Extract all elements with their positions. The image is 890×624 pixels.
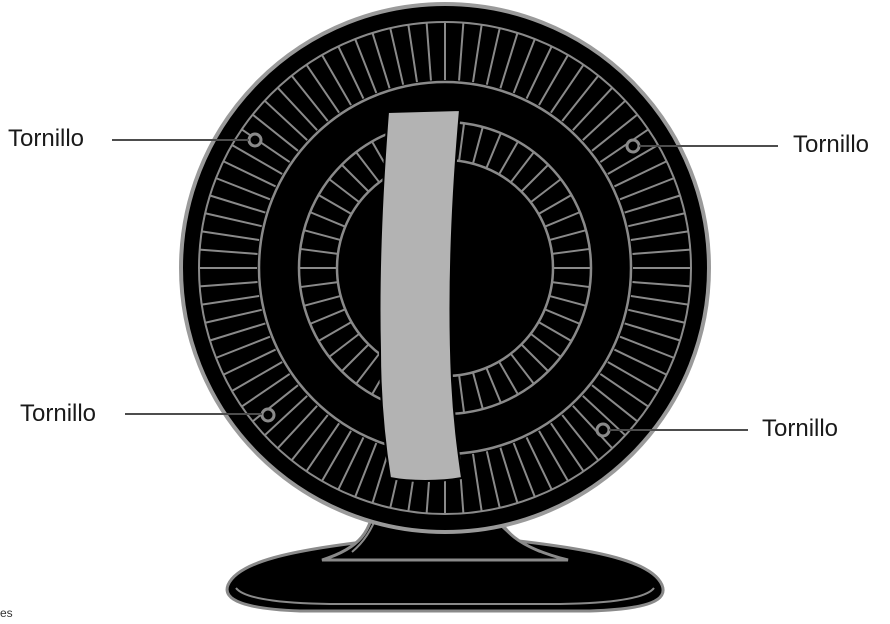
label-screw-bottom-right: Tornillo: [762, 415, 838, 443]
label-screw-top-left: Tornillo: [8, 125, 84, 153]
screw-top-left: [249, 134, 261, 146]
label-screw-bottom-left: Tornillo: [20, 400, 96, 428]
stand-arm: [379, 110, 462, 481]
screw-top-right: [627, 140, 639, 152]
label-screw-top-right: Tornillo: [793, 131, 869, 159]
screw-bottom-left: [262, 409, 274, 421]
stand-arm-shape: [379, 110, 462, 481]
screw-bottom-right: [597, 424, 609, 436]
corner-text: es: [0, 606, 13, 620]
